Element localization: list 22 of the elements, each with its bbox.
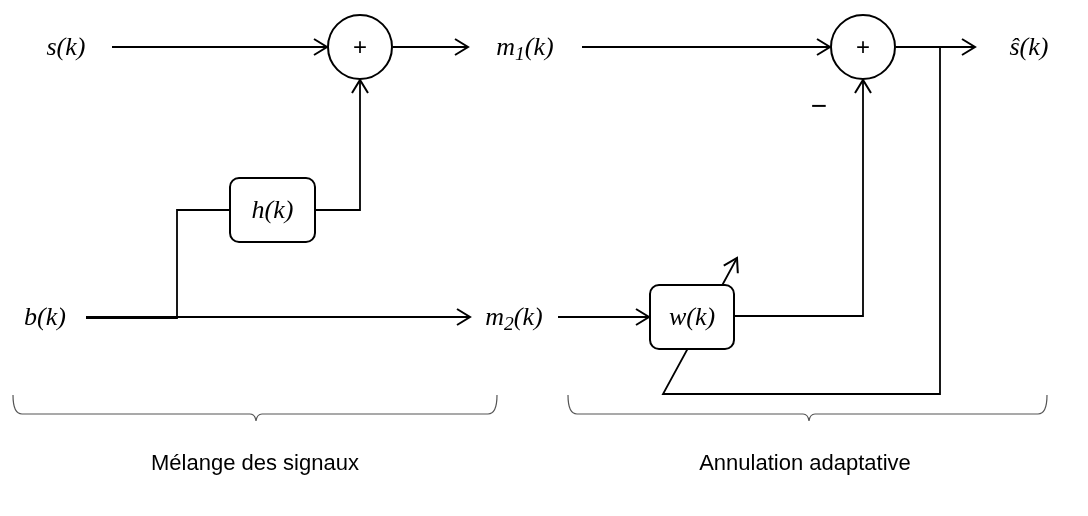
signal-label: s(k) — [46, 34, 86, 60]
group-caption: Annulation adaptative — [698, 452, 912, 474]
signal-label: m$_{2}$(k) — [485, 304, 543, 330]
filter-box — [649, 284, 735, 350]
signal-label: h(k) — [251, 197, 294, 223]
minus-sign: − — [809, 92, 829, 120]
signal-arrow — [392, 38, 469, 56]
plus-sign: + — [856, 35, 870, 59]
group-caption: Mélange des signaux — [150, 452, 360, 474]
signal-label: b(k) — [24, 304, 66, 330]
filter-box — [229, 177, 316, 243]
signal-arrow — [734, 79, 872, 317]
signal-arrow — [111, 38, 328, 56]
signal-label: m$_{1}$(k) — [496, 34, 554, 60]
plus-sign: + — [353, 35, 367, 59]
signal-arrow — [661, 46, 941, 395]
signal-label: w(k) — [668, 304, 716, 330]
signal-label: ŝ(k) — [1009, 34, 1049, 60]
signal-arrow — [581, 38, 831, 56]
signal-arrow — [315, 79, 369, 211]
signal-arrow — [85, 308, 471, 326]
signal-arrow — [557, 308, 650, 326]
